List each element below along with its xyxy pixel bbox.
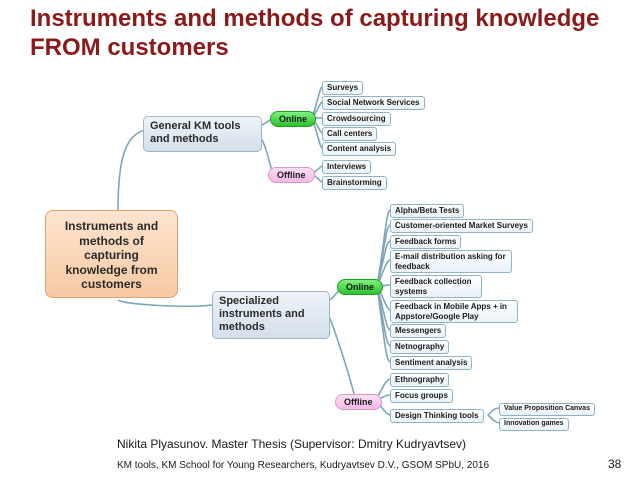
specialized-online-pill: Online [337,279,384,295]
general-km-label: General KM tools and methods [150,120,241,145]
leaf-label: Sentiment analysis [395,358,468,367]
leaf-call-centers: Call centers [322,127,378,141]
leaf-label: Brainstorming [327,178,382,187]
leaf-label: Feedback forms [395,237,457,246]
leaf-crowdsourcing: Crowdsourcing [322,112,391,126]
leaf-label: Call centers [327,129,373,138]
leaf-feedback-forms: Feedback forms [390,235,462,249]
leaf-label: Design Thinking tools [395,411,479,420]
leaf-ethnography: Ethnography [390,373,450,387]
thesis-credit: Nikita Plyasunov. Master Thesis (Supervi… [117,437,466,451]
leaf-label: Crowdsourcing [327,114,386,123]
leaf-label: Surveys [327,83,359,92]
specialized-online-label: Online [346,282,375,292]
leaf-sentiment-analysis: Sentiment analysis [390,356,473,370]
leaf-label: Value Proposition Canvas [504,405,590,412]
leaf-label: Feedback collection systems [395,277,472,296]
general-offline-pill: Offline [268,167,315,183]
leaf-value-proposition: Value Proposition Canvas [499,403,595,416]
leaf-messengers: Messengers [390,324,447,338]
leaf-design-thinking: Design Thinking tools [390,409,484,423]
leaf-interviews: Interviews [322,160,372,174]
specialized-label: Specialized instruments and methods [219,295,305,333]
leaf-brainstorming: Brainstorming [322,176,387,190]
specialized-node: Specialized instruments and methods [212,291,330,339]
leaf-feedback-systems: Feedback collection systems [390,275,482,298]
specialized-offline-pill: Offline [335,394,382,410]
general-online-label: Online [279,114,308,124]
leaf-surveys: Surveys [322,81,364,95]
general-km-node: General KM tools and methods [143,116,262,152]
leaf-label: E-mail distribution asking for feedback [395,252,506,271]
leaf-label: Innovation games [504,420,564,427]
leaf-label: Feedback in Mobile Apps + in Appstore/Go… [395,302,507,321]
page-number: 38 [608,457,622,471]
leaf-netnography: Netnography [390,340,450,354]
leaf-label: Interviews [327,162,367,171]
leaf-content-analysis: Content analysis [322,142,397,156]
leaf-label: Messengers [395,326,442,335]
leaf-label: Focus groups [395,391,448,400]
root-node: Instruments and methods of capturing kno… [45,210,178,298]
leaf-label: Netnography [395,342,445,351]
slide-title: Instruments and methods of capturing kno… [30,5,600,61]
leaf-mobile-apps: Feedback in Mobile Apps + in Appstore/Go… [390,300,518,323]
leaf-label: Alpha/Beta Tests [395,206,460,215]
leaf-innovation-games: Innovation games [499,418,569,431]
source-caption: KM tools, KM School for Young Researcher… [117,460,490,471]
leaf-label: Social Network Services [327,98,420,107]
leaf-market-surveys: Customer-oriented Market Surveys [390,219,533,233]
leaf-label: Customer-oriented Market Surveys [395,221,528,230]
specialized-offline-label: Offline [344,397,373,407]
general-offline-label: Offline [277,170,306,180]
leaf-email-distribution: E-mail distribution asking for feedback [390,250,512,273]
leaf-label: Content analysis [327,144,392,153]
leaf-focus-groups: Focus groups [390,389,453,403]
leaf-social-network: Social Network Services [322,96,425,110]
leaf-label: Ethnography [395,375,445,384]
leaf-alpha-beta: Alpha/Beta Tests [390,204,465,218]
root-label: Instruments and methods of capturing kno… [64,219,159,291]
general-online-pill: Online [270,111,317,127]
